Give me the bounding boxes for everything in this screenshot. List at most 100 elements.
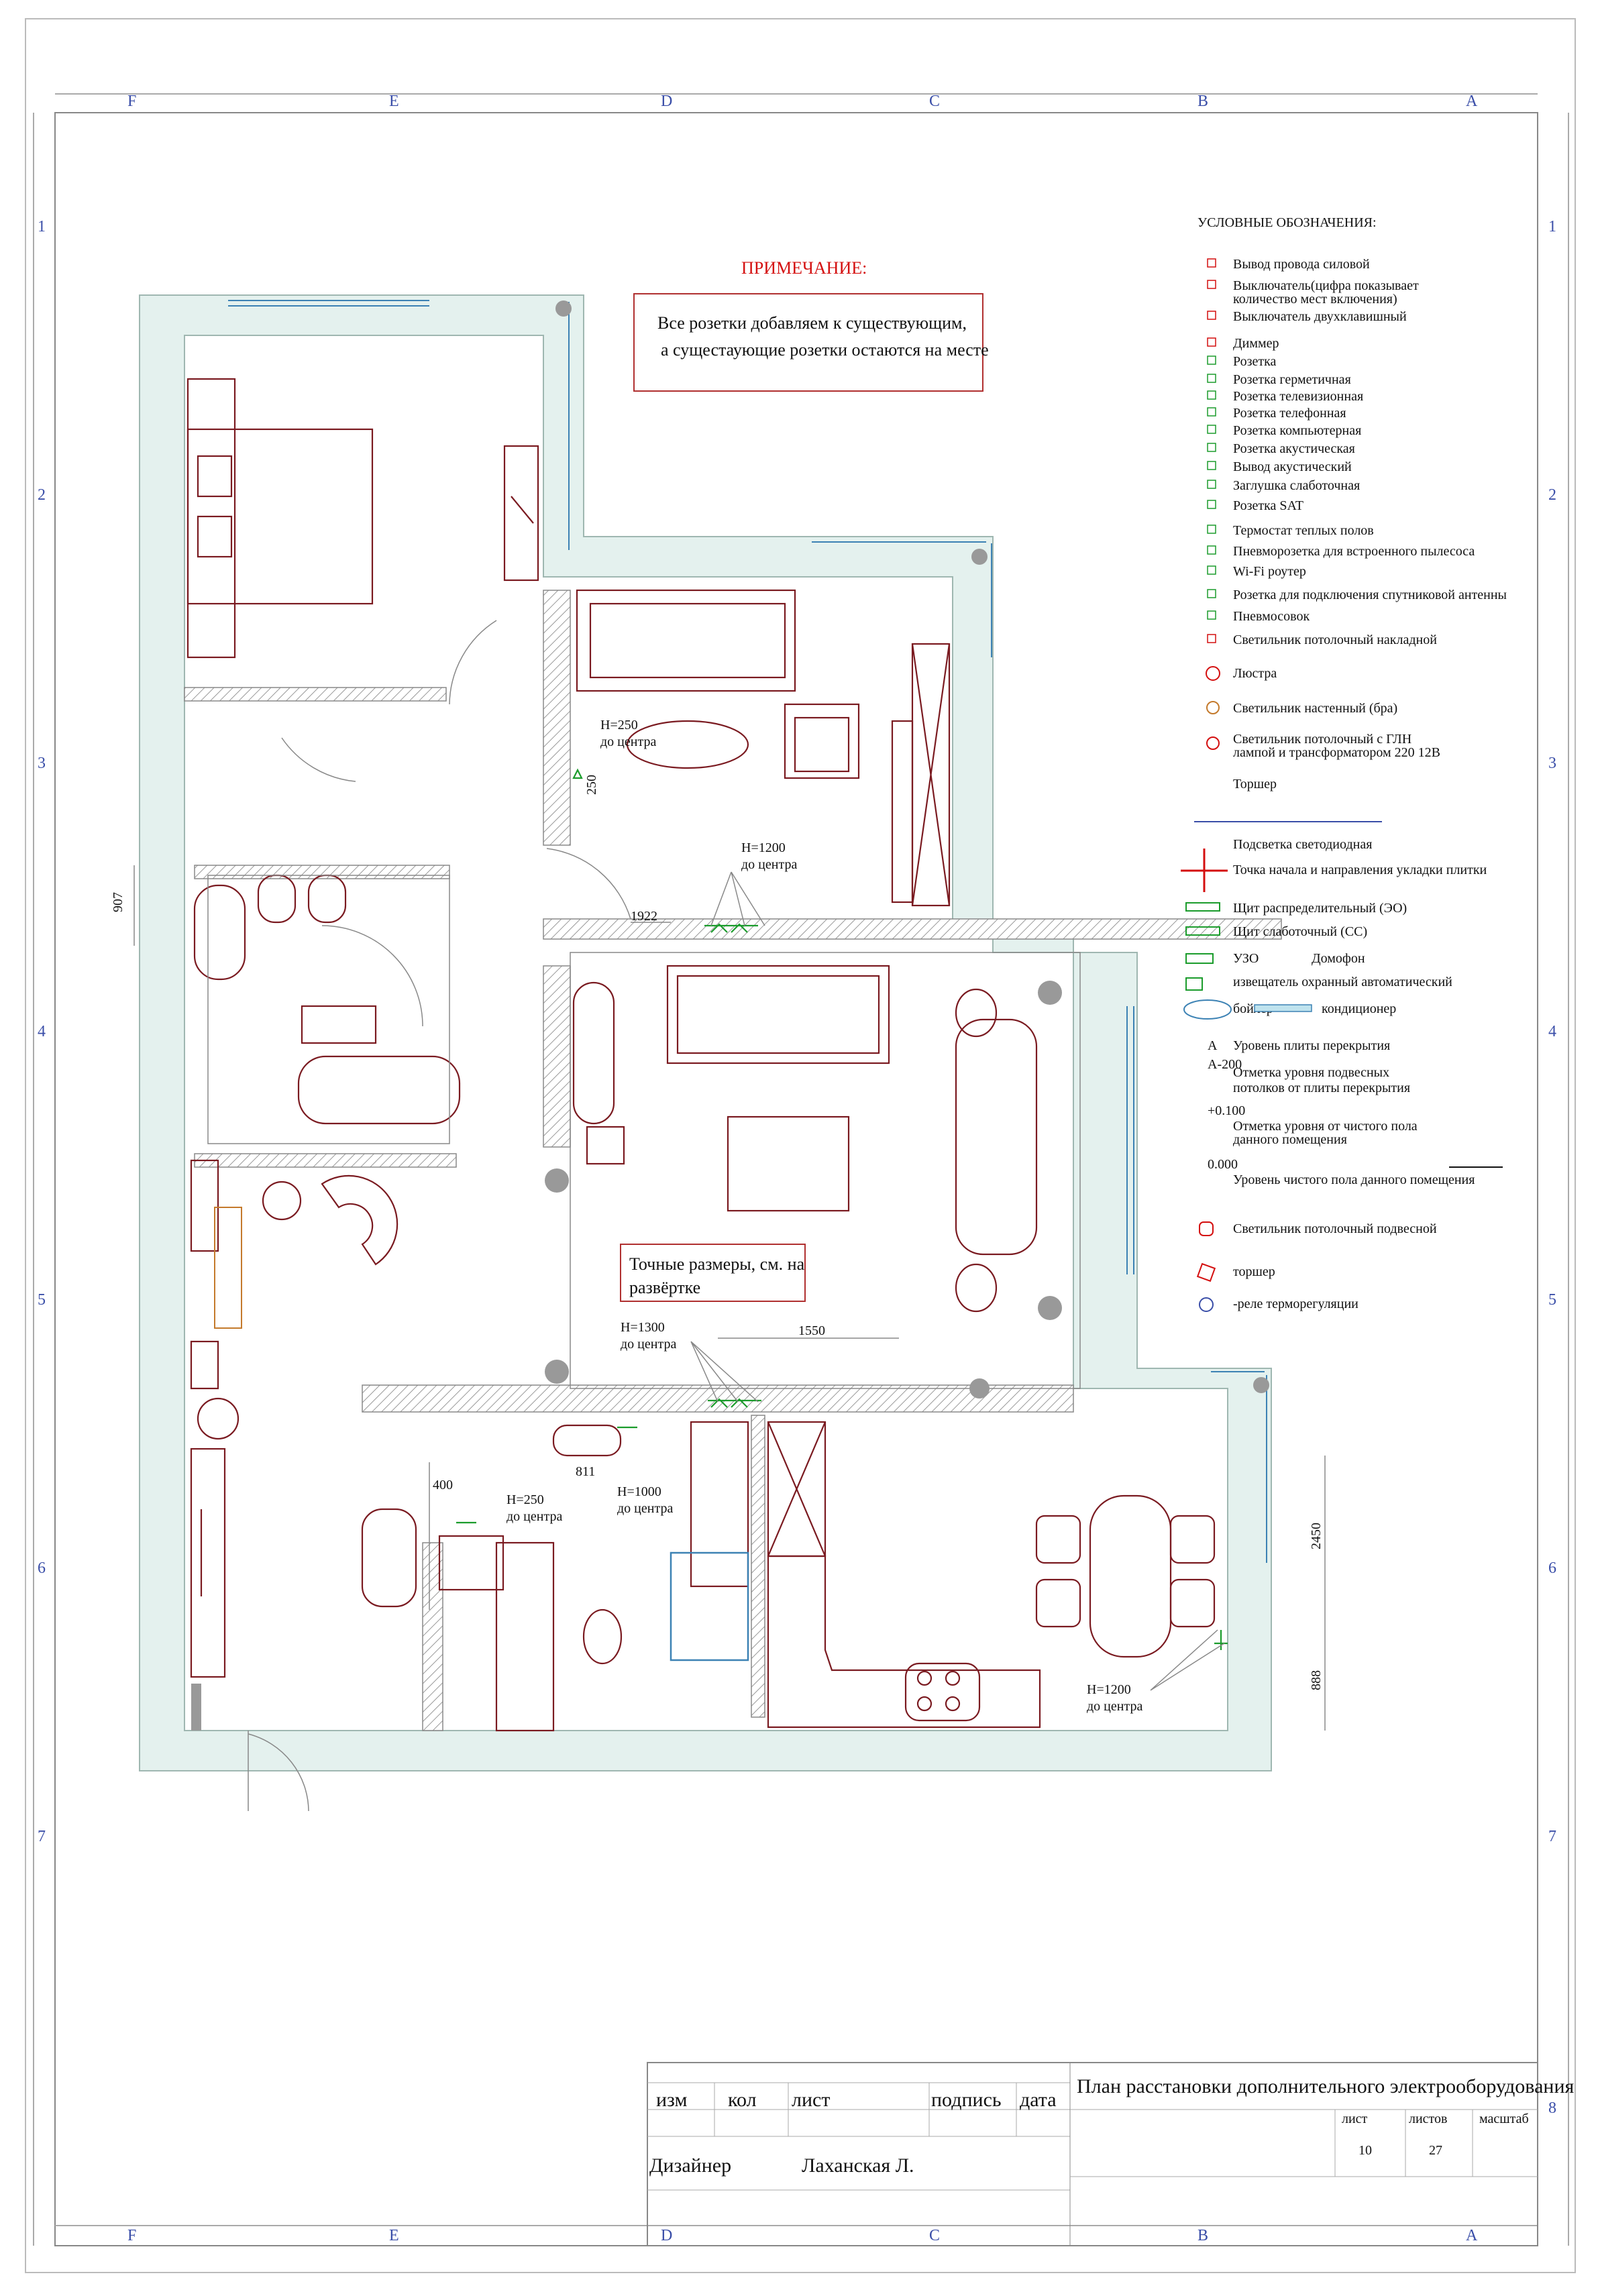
grid-row-5-r: 5 — [1548, 1291, 1556, 1309]
legend-item: Розетка герметичная — [1233, 372, 1351, 387]
legend-item: Розетка акустическая — [1233, 441, 1355, 456]
grid-col-b-b: B — [1197, 2227, 1208, 2244]
grid-row-5: 5 — [38, 1291, 46, 1309]
grid-row-7-r: 7 — [1548, 1828, 1556, 1845]
pendant-lamp-icon — [1199, 1221, 1214, 1236]
legend-item: Уровень чистого пола данного помещения — [1233, 1172, 1475, 1187]
legend-item: A-200 — [1208, 1057, 1242, 1072]
thermo-relay-icon — [1199, 1297, 1214, 1312]
grid-col-a: A — [1466, 93, 1478, 110]
legend-item: кондиционер — [1322, 1001, 1396, 1016]
grid-col-f-b: F — [127, 2227, 136, 2244]
legend-item: Вывод провода силовой — [1233, 257, 1370, 272]
legend-symbol-icon — [1207, 311, 1216, 320]
armchair-long — [955, 1018, 1038, 1256]
legend-item: Пневмосовок — [1233, 609, 1310, 624]
ann-h1000: H=1000 — [617, 1484, 661, 1499]
grid-row-1: 1 — [38, 218, 46, 235]
legend-item: Отметка уровня подвесных — [1233, 1065, 1389, 1080]
uzo-icon — [1185, 953, 1214, 964]
ann-d400: 400 — [433, 1478, 453, 1492]
legend-item: Розетка — [1233, 354, 1277, 369]
legend-symbol-icon — [1207, 356, 1216, 365]
plan-annotations: H=250 до центра 250 H=1200 до центра 192… — [111, 718, 1324, 1714]
legend-item: Розетка компьютерная — [1233, 423, 1361, 438]
legend-item: Розетка SAT — [1233, 498, 1303, 513]
living-zone — [570, 952, 1081, 1389]
legend-item: Точка начала и направления укладки плитк… — [1233, 863, 1487, 877]
legend: УСЛОВНЫЕ ОБОЗНАЧЕНИЯ: Вывод провода сило… — [1181, 215, 1507, 1312]
legend-item: Светильник потолочный подвесной — [1233, 1221, 1437, 1236]
note-heading: ПРИМЕЧАНИЕ: — [741, 258, 867, 278]
outer-frame — [25, 18, 1576, 2273]
legend-item: данного помещения — [1233, 1132, 1347, 1147]
floor-plan — [134, 294, 1326, 1812]
bed — [187, 428, 374, 605]
grid-row-1-r: 1 — [1548, 218, 1556, 235]
legend-item: Пневморозетка для встроенного пылесоса — [1233, 544, 1475, 559]
grid-col-c: C — [929, 93, 940, 110]
ann-d811: 811 — [576, 1464, 595, 1479]
legend-item: Розетка для подключения спутниковой анте… — [1233, 588, 1507, 602]
legend-item: Люстра — [1233, 666, 1277, 681]
legend-symbol-icon — [1207, 480, 1216, 489]
tb-kol: кол — [728, 2089, 757, 2111]
note-line-1: Все розетки добавляем к существующим, — [657, 313, 967, 333]
grid-row-6-r: 6 — [1548, 1560, 1556, 1577]
legend-item: количество мест включения) — [1233, 292, 1397, 307]
legend-symbol-icon — [1207, 390, 1216, 400]
ann-d2450: 2450 — [1309, 1523, 1324, 1549]
ann-h1300b: до центра — [621, 1337, 676, 1352]
ann-d907: 907 — [111, 892, 125, 912]
tb-listov-v: 27 — [1429, 2143, 1442, 2158]
chandelier-icon — [1206, 666, 1220, 681]
wall-lamp-icon — [1206, 701, 1220, 714]
legend-item: извещатель охранный автоматический — [1233, 975, 1452, 989]
grid-row-7: 7 — [38, 1828, 46, 1845]
legend-item: -реле терморегуляции — [1233, 1297, 1359, 1311]
detector-icon — [1185, 977, 1203, 991]
legend-item: Уровень плиты перекрытия — [1233, 1038, 1390, 1053]
tb-data: дата — [1020, 2089, 1057, 2111]
dining-table — [1089, 1494, 1172, 1658]
grid-row-4-r: 4 — [1548, 1023, 1556, 1040]
ann-h1200-1b: до центра — [741, 857, 797, 872]
legend-item: Выключатель двухклавишный — [1233, 309, 1407, 324]
legend-item: 0.000 — [1208, 1157, 1238, 1172]
tb-izm: изм — [656, 2089, 687, 2111]
grid-row-2: 2 — [38, 486, 46, 504]
wall-kitchen — [751, 1415, 765, 1718]
grid-row-4: 4 — [38, 1023, 46, 1040]
legend-item: торшер — [1233, 1264, 1275, 1279]
legend-item: Отметка уровня от чистого пола — [1233, 1119, 1418, 1134]
legend-item: Светильник потолочный с ГЛН — [1233, 732, 1411, 747]
wall-closet — [422, 1542, 443, 1731]
legend-item: потолков от плиты перекрытия — [1233, 1081, 1410, 1095]
grid-top: F E D C B A — [127, 93, 1478, 110]
legend-symbol-icon — [1207, 634, 1216, 643]
socket-group-living — [572, 768, 758, 933]
ann-h250-1: H=250 — [600, 718, 638, 732]
legend-symbol-icon — [1207, 525, 1216, 534]
floor-lamp-icon — [1196, 1262, 1216, 1282]
note-block: ПРИМЕЧАНИЕ: Все розетки добавляем к суще… — [633, 258, 989, 392]
legend-item: Заглушка слаботочная — [1233, 478, 1360, 493]
legend-item: +0.100 — [1208, 1103, 1245, 1118]
grid-row-6: 6 — [38, 1560, 46, 1577]
ann-d1922: 1922 — [631, 909, 657, 924]
ann-h250-2b: до центра — [507, 1509, 562, 1524]
tb-masshtab-h: масштаб — [1479, 2112, 1529, 2126]
grid-right: 1 2 3 4 5 6 7 8 — [1548, 218, 1556, 2117]
legend-item: Подсветка светодиодная — [1233, 837, 1372, 852]
wall-living-left — [543, 965, 571, 1148]
legend-item: Розетка телефонная — [1233, 406, 1346, 421]
wardrobe — [503, 445, 539, 582]
ann-d1550: 1550 — [798, 1323, 825, 1338]
grid-col-d: D — [661, 93, 672, 110]
legend-item: A — [1208, 1038, 1218, 1053]
legend-symbol-icon — [1207, 258, 1216, 268]
exterior-wall — [139, 294, 1272, 1771]
legend-title: УСЛОВНЫЕ ОБОЗНАЧЕНИЯ: — [1197, 215, 1377, 230]
